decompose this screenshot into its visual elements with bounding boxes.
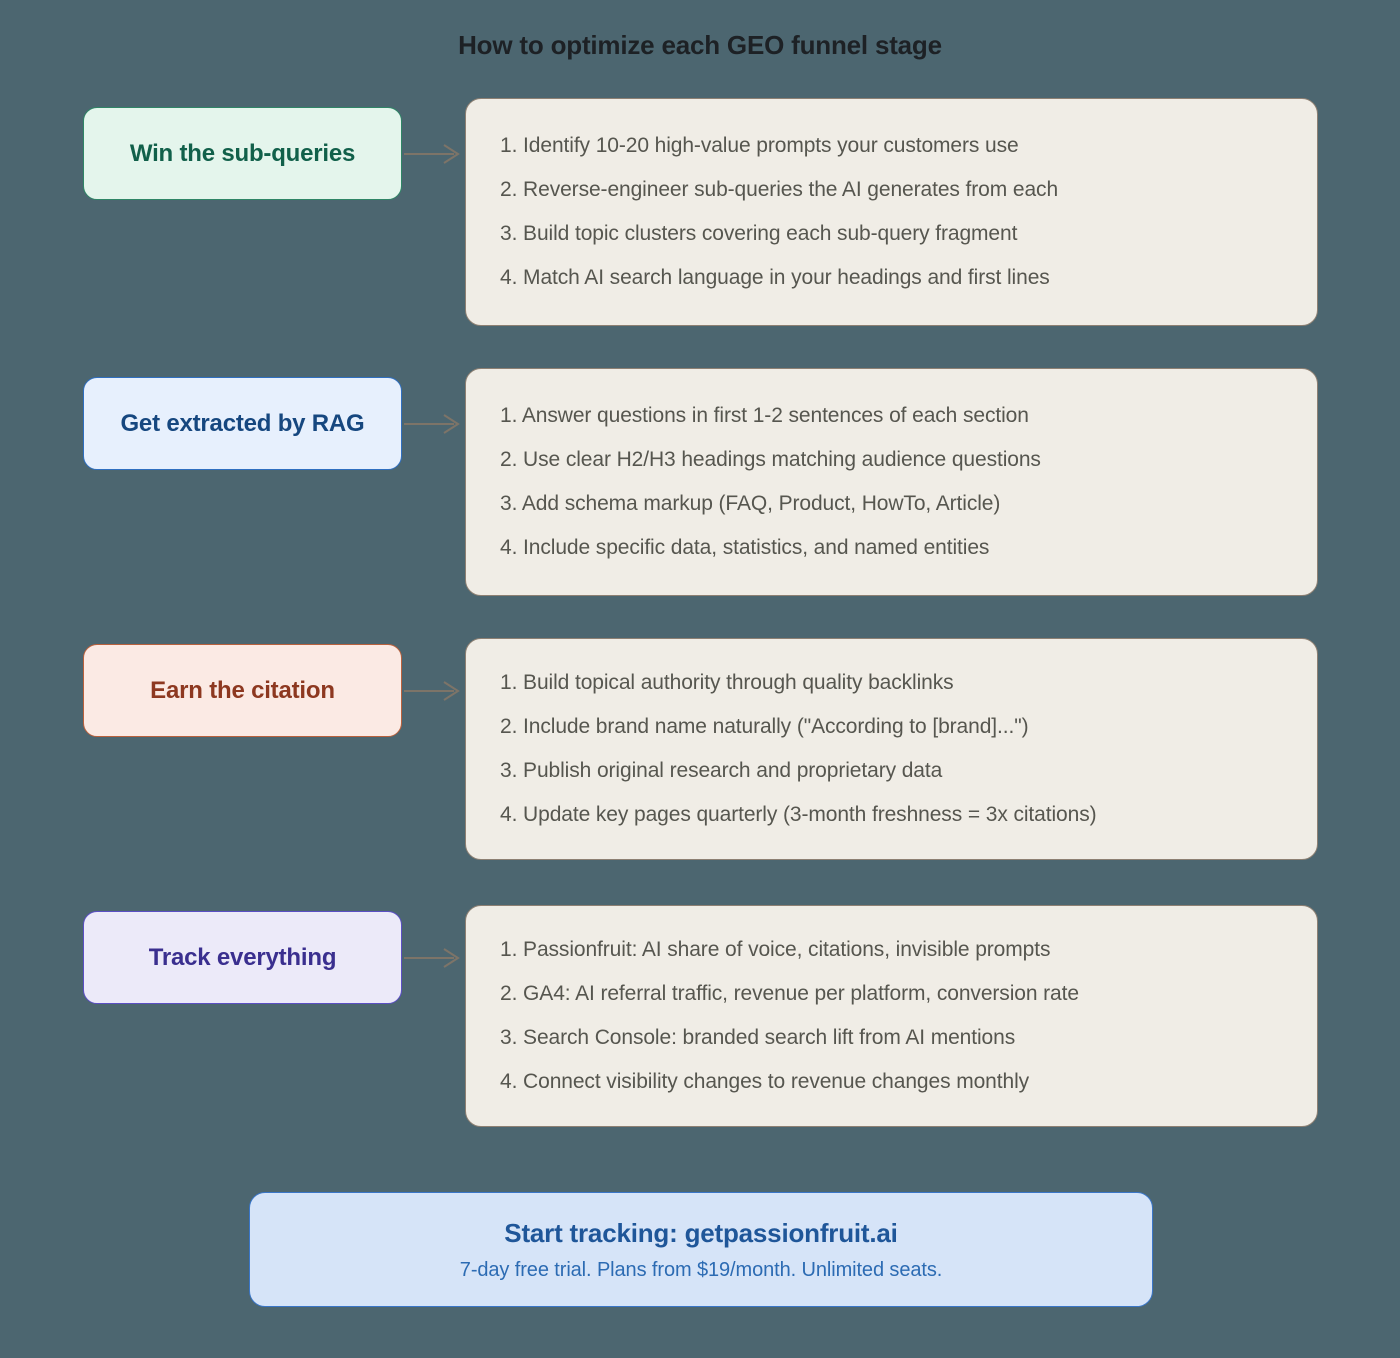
funnel-row-1: Win the sub-queries 1. Identify 10-20 hi… [0, 98, 1400, 326]
detail-item: 2. Use clear H2/H3 headings matching aud… [500, 447, 1041, 471]
connector-arrow-1 [404, 142, 464, 166]
stage-label-earn-the-citation[interactable]: Earn the citation [83, 644, 402, 737]
detail-item: 4. Connect visibility changes to revenue… [500, 1070, 1030, 1094]
detail-card-4: 1. Passionfruit: AI share of voice, cita… [465, 905, 1318, 1127]
stage-label-track-everything[interactable]: Track everything [83, 911, 402, 1004]
detail-item: 3. Publish original research and proprie… [500, 759, 943, 782]
stage-label-get-extracted-by-rag[interactable]: Get extracted by RAG [83, 377, 402, 470]
stage-label-text: Track everything [148, 943, 337, 971]
detail-card-3: 1. Build topical authority through quali… [465, 638, 1318, 860]
detail-item: 4. Update key pages quarterly (3-month f… [500, 803, 1097, 827]
detail-item: 3. Search Console: branded search lift f… [500, 1026, 1016, 1049]
detail-item: 2. Include brand name naturally ("Accord… [500, 714, 1029, 738]
cta-banner[interactable]: Start tracking: getpassionfruit.ai 7-day… [249, 1192, 1153, 1307]
stage-label-text: Win the sub-queries [129, 139, 356, 167]
cta-title: Start tracking: getpassionfruit.ai [504, 1217, 898, 1248]
stage-label-text: Earn the citation [150, 676, 335, 704]
connector-arrow-4 [404, 946, 464, 970]
connector-arrow-2 [404, 412, 464, 436]
funnel-row-4: Track everything 1. Passionfruit: AI sha… [0, 905, 1400, 1127]
detail-item: 1. Answer questions in first 1-2 sentenc… [500, 403, 1029, 427]
detail-item: 2. GA4: AI referral traffic, revenue per… [500, 981, 1079, 1005]
page-title: How to optimize each GEO funnel stage [458, 30, 942, 60]
detail-item: 1. Passionfruit: AI share of voice, cita… [500, 937, 1051, 961]
stage-label-text: Get extracted by RAG [120, 409, 365, 437]
funnel-row-3: Earn the citation 1. Build topical autho… [0, 638, 1400, 860]
detail-item: 1. Identify 10-20 high-value prompts you… [500, 133, 1019, 157]
connector-arrow-3 [404, 679, 464, 703]
cta-subtitle: 7-day free trial. Plans from $19/month. … [459, 1258, 943, 1281]
detail-item: 3. Add schema markup (FAQ, Product, HowT… [500, 492, 1001, 515]
funnel-row-2: Get extracted by RAG 1. Answer questions… [0, 368, 1400, 596]
detail-item: 1. Build topical authority through quali… [500, 670, 954, 694]
detail-item: 4. Include specific data, statistics, an… [500, 536, 990, 560]
detail-item: 2. Reverse-engineer sub-queries the AI g… [500, 177, 1059, 201]
detail-card-2: 1. Answer questions in first 1-2 sentenc… [465, 368, 1318, 596]
stage-label-win-the-sub-queries[interactable]: Win the sub-queries [83, 107, 402, 200]
detail-card-1: 1. Identify 10-20 high-value prompts you… [465, 98, 1318, 326]
detail-item: 4. Match AI search language in your head… [500, 266, 1050, 290]
detail-item: 3. Build topic clusters covering each su… [500, 222, 1018, 245]
